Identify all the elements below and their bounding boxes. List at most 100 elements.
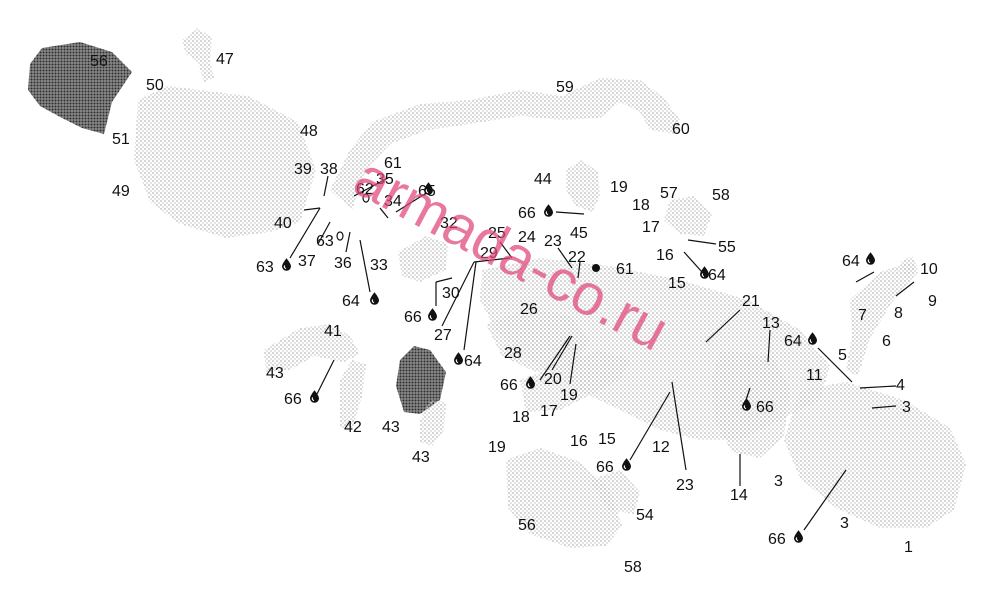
callout-30: 28 [504,345,522,362]
callout-45: 43 [266,365,284,382]
oil-drop-icon [808,332,817,345]
callout-2: 3 [840,515,849,532]
callout-38: 37 [298,253,316,270]
callout-23: 23 [676,477,694,494]
callout-54: 55 [718,239,736,256]
callout-48: 47 [216,51,234,68]
callout-61b: 61 [384,155,402,172]
part-44 [396,346,446,414]
callout-14: 14 [730,487,748,504]
part-33 [398,236,448,282]
callout-labels: 56 47 50 51 48 49 59 60 61 39 38 35 62 3… [90,51,938,576]
callout-29: 27 [434,327,452,344]
callout-35: 34 [384,193,402,210]
callout-31: 29 [480,245,498,262]
sealant-mark [592,264,600,272]
callout-41: 40 [274,215,292,232]
callout-13: 13 [762,315,780,332]
callout-66b: 66 [518,205,536,222]
oil-drop-icon [866,252,875,265]
callout-24: 22 [568,249,586,266]
callout-42: 41 [324,323,342,340]
callout-66h: 66 [284,391,302,408]
seal-marks [336,193,600,272]
callout-10: 10 [920,261,938,278]
callout-4: 4 [896,377,905,394]
callout-53: 56 [90,53,108,70]
part-57 [590,470,640,514]
callout-3a: 3 [902,399,911,416]
callout-32: 30 [442,285,460,302]
callout-12: 12 [652,439,670,456]
callout-28: 26 [520,301,538,318]
callout-7: 7 [858,307,867,324]
part-14-cover [712,350,790,458]
callout-62: 61 [616,261,634,278]
part-53-cap [28,42,132,134]
callout-66c: 66 [404,309,422,326]
callout-44: 43 [382,419,400,436]
callout-11: 11 [806,367,823,384]
part-21-shaft [520,350,630,412]
callout-55: 57 [660,185,678,202]
callout-40: 39 [294,161,312,178]
callout-64b: 64 [342,293,360,310]
callout-6: 6 [882,333,891,350]
o-ring-mark [362,193,370,203]
part-30-gasket [486,308,590,372]
callout-33: 32 [440,215,458,232]
oil-drop-icon [622,458,631,471]
part-46 [566,160,600,212]
callout-61a: 60 [672,121,690,138]
callout-9: 9 [928,293,937,310]
oil-drop-icon [454,352,463,365]
callout-47: 45 [570,225,588,242]
callout-63a: 62 [356,181,374,198]
callout-17b: 17 [540,403,558,420]
callout-46: 44 [534,171,552,188]
callout-21: 19 [560,387,578,404]
oil-drop-icon [370,292,379,305]
callout-1: 1 [904,539,913,556]
callout-36: 35 [376,171,394,188]
callout-51: 50 [146,77,164,94]
oil-drop-icon [794,530,803,543]
part-50-housing [134,86,316,238]
callout-49: 48 [300,123,318,140]
callout-16a: 16 [656,247,674,264]
callout-43b: 43 [412,449,430,466]
callout-22: 20 [544,371,562,388]
callout-50: 49 [112,183,130,200]
callout-52: 51 [112,131,130,148]
callout-65b: 64 [842,253,860,270]
callout-64a: 63 [256,259,274,276]
callout-64d: 64 [784,333,802,350]
callout-57: 54 [636,507,654,524]
callout-16b: 16 [570,433,588,450]
oil-drop-icon [428,308,437,321]
callout-27: 25 [488,225,506,242]
callout-26: 24 [518,229,536,246]
callout-19b: 19 [488,439,506,456]
callout-15b: 15 [598,431,616,448]
callout-66f: 66 [596,459,614,476]
part-shapes [28,28,966,548]
part-58 [506,448,622,548]
callout-18b: 18 [512,409,530,426]
callout-15a: 15 [668,275,686,292]
callout-37: 36 [334,255,352,272]
part-42-bracket [264,324,360,372]
callout-5: 5 [838,347,847,364]
callout-39: 38 [320,161,338,178]
part-5-screw [846,262,918,376]
callout-66e: 66 [756,399,774,416]
callout-25: 23 [544,233,562,250]
callout-18a: 18 [632,197,650,214]
callout-59: 58 [624,559,642,576]
part-43-left [340,360,366,430]
part-1-flange [784,382,966,528]
callout-58: 56 [518,517,536,534]
callout-3b: 3 [774,473,783,490]
callout-66d: 66 [500,377,518,394]
callout-65a: 64 [708,267,726,284]
